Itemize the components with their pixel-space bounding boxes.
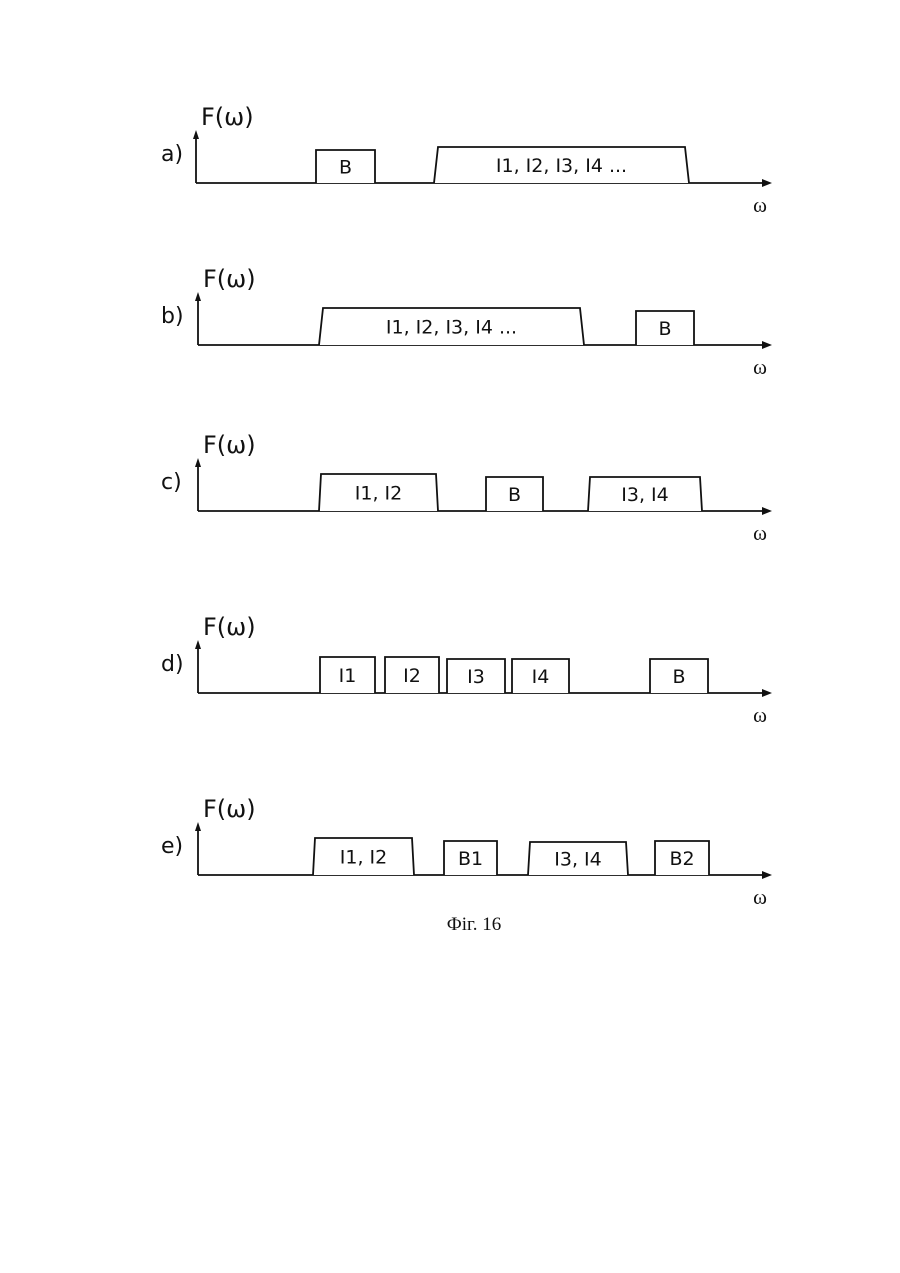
panel-label: d): [161, 652, 184, 677]
x-axis-arrow-icon: [762, 871, 772, 879]
y-axis-arrow-icon: [193, 130, 199, 139]
panels-group: F(ω) ω a) B I1, I2, I3, I4 ... F(ω) ω b) I1, I2,…: [161, 103, 772, 909]
band-label: I1, I2: [355, 483, 402, 505]
y-axis-label: F(ω): [203, 613, 256, 641]
x-axis-label: ω: [753, 703, 767, 727]
band-label: I3: [467, 666, 485, 688]
panel-5: F(ω) ω e) I1, I2 B1 I3, I4 B2: [161, 795, 772, 909]
band-label: B: [339, 157, 352, 179]
x-axis-arrow-icon: [762, 507, 772, 515]
x-axis-arrow-icon: [762, 341, 772, 349]
panel-1: F(ω) ω a) B I1, I2, I3, I4 ...: [161, 103, 772, 217]
y-axis-arrow-icon: [195, 458, 201, 467]
band-label: I1, I2, I3, I4 ...: [386, 317, 517, 339]
band-label: B: [508, 484, 521, 506]
y-axis-label: F(ω): [203, 265, 256, 293]
x-axis-label: ω: [753, 355, 767, 379]
band-label: I1, I2: [340, 847, 387, 869]
x-axis-label: ω: [753, 521, 767, 545]
band-label: B: [672, 666, 685, 688]
band-label: I2: [403, 665, 421, 687]
panel-label: a): [161, 142, 183, 167]
band-label: B2: [669, 848, 694, 870]
y-axis-label: F(ω): [203, 795, 256, 823]
y-axis-arrow-icon: [195, 640, 201, 649]
band-label: I4: [532, 666, 550, 688]
y-axis-label: F(ω): [203, 431, 256, 459]
panel-label: b): [161, 304, 184, 329]
panel-3: F(ω) ω c) I1, I2 B I3, I4: [161, 431, 772, 545]
y-axis-arrow-icon: [195, 292, 201, 301]
y-axis-label: F(ω): [201, 103, 254, 131]
figure-caption: Фіг. 16: [447, 914, 501, 935]
band-label: I3, I4: [554, 849, 601, 871]
x-axis-label: ω: [753, 193, 767, 217]
y-axis-arrow-icon: [195, 822, 201, 831]
band-label: I3, I4: [621, 484, 668, 506]
panel-label: e): [161, 834, 183, 859]
band-label: B1: [458, 848, 483, 870]
x-axis-arrow-icon: [762, 179, 772, 187]
x-axis-label: ω: [753, 885, 767, 909]
panel-4: F(ω) ω d) I1 I2 I3 I4 B: [161, 613, 772, 727]
band-label: I1, I2, I3, I4 ...: [496, 155, 627, 177]
band-label: B: [658, 318, 671, 340]
panel-label: c): [161, 470, 182, 495]
band-label: I1: [339, 665, 357, 687]
panel-2: F(ω) ω b) I1, I2, I3, I4 ... B: [161, 265, 772, 379]
x-axis-arrow-icon: [762, 689, 772, 697]
